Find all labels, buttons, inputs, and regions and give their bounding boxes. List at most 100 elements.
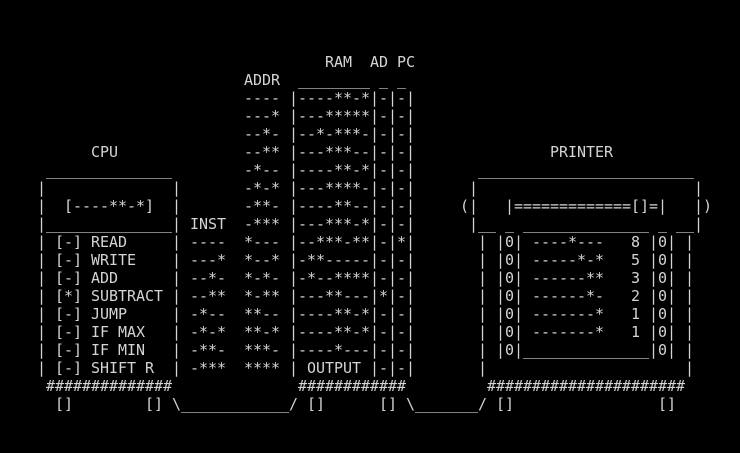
tractor-border: | [667, 341, 677, 359]
cpu-foot-left: [] [55, 395, 74, 413]
ram-border: | [388, 251, 398, 269]
ram-border: | [406, 359, 416, 377]
tractor-border: | [496, 287, 506, 305]
pc-flag: - [397, 107, 407, 125]
ram-border: | [388, 323, 398, 341]
tractor-border: | [496, 323, 506, 341]
instruction-checkbox[interactable]: [-] [55, 251, 83, 269]
tractor-border: | [667, 269, 677, 287]
printed-bits: -----*-* [532, 251, 605, 269]
tractor-hole: 0 [658, 341, 668, 359]
memory-address: ---- [244, 89, 281, 107]
printed-value: 5 [631, 251, 641, 269]
ad-flag: - [379, 233, 389, 251]
cpu-border: | [37, 359, 47, 377]
tractor-border: | [514, 287, 524, 305]
cpu-border: | [37, 179, 47, 197]
printer-border: | [478, 359, 488, 377]
printer-border: | [478, 287, 488, 305]
tractor-border: | [496, 341, 506, 359]
cpu-border: | [37, 305, 47, 323]
ram-border: | [370, 125, 380, 143]
ram-cell: --*-***- [298, 125, 371, 143]
printer-border: | [478, 341, 488, 359]
instruction-name: WRITE [91, 251, 137, 269]
ram-border: | [289, 323, 299, 341]
memory-address: ---* [244, 107, 281, 125]
ad-label: AD [370, 53, 389, 71]
ram-border: | [388, 215, 398, 233]
cpu-border: | [172, 233, 182, 251]
tractor-hole: 0 [658, 323, 668, 341]
ram-border: | [289, 179, 299, 197]
ram-border: | [289, 89, 299, 107]
ram-border: | [289, 251, 299, 269]
instruction-code: -*-* [190, 323, 227, 341]
printer-border: | [478, 323, 488, 341]
cpu-border: | [37, 269, 47, 287]
ram-border: | [370, 107, 380, 125]
ram-border: | [370, 89, 380, 107]
ram-border: | [388, 233, 398, 251]
pc-flag: - [397, 197, 407, 215]
instruction-checkbox[interactable]: [-] [55, 305, 83, 323]
output-label: OUTPUT [307, 359, 362, 377]
cpu-border: | [37, 233, 47, 251]
ad-flag: - [379, 125, 389, 143]
printer-top-rule: ________________________ [478, 161, 695, 179]
memory-address: -*-- [244, 161, 281, 179]
ram-border: | [388, 359, 398, 377]
ram-border: | [370, 359, 380, 377]
printed-value: 1 [631, 305, 641, 323]
cpu-border: | [172, 269, 182, 287]
ram-cell: ---***-* [298, 215, 371, 233]
ram-border: | [289, 197, 299, 215]
bus-cpu-ram: ____________ [181, 395, 290, 413]
ram-border: | [370, 143, 380, 161]
ad-flag: - [379, 197, 389, 215]
printer-border: | [478, 251, 488, 269]
printer-foot-right: [] [658, 395, 677, 413]
cpu-top-rule: ______________ [46, 161, 173, 179]
ram-border: | [370, 305, 380, 323]
ram-top-rule: ________ [298, 71, 371, 89]
tractor-hole: 0 [505, 305, 515, 323]
ram-border: | [370, 269, 380, 287]
ram-cell: ----**-* [298, 305, 371, 323]
instruction-checkbox[interactable]: [-] [55, 233, 83, 251]
cpu-label: CPU [91, 143, 119, 161]
ram-border: | [289, 305, 299, 323]
ram-border: | [406, 197, 416, 215]
cpu-register: [----**-*] [64, 197, 155, 215]
ram-cell: ---***** [298, 107, 371, 125]
instruction-checkbox[interactable]: [-] [55, 269, 83, 287]
memory-address: *-*- [244, 269, 281, 287]
cpu-border: | [37, 197, 47, 215]
ram-border: | [289, 143, 299, 161]
ram-cell: ----**-* [298, 89, 371, 107]
ram-border: | [406, 89, 416, 107]
pc-top-rule: _ [397, 71, 407, 89]
instruction-checkbox[interactable]: [-] [55, 323, 83, 341]
tractor-hole: 0 [658, 305, 668, 323]
ram-border: | [388, 89, 398, 107]
ram-cell: ---**--- [298, 287, 371, 305]
ad-flag: - [379, 143, 389, 161]
cpu-border: | [172, 305, 182, 323]
printer-foot-left: [] [496, 395, 515, 413]
instruction-checkbox[interactable]: [-] [55, 341, 83, 359]
instruction-code: -*-- [190, 305, 227, 323]
ram-cell: -**----- [298, 251, 371, 269]
cpu-rule: ______________ [46, 215, 173, 233]
ram-cell: --***-** [298, 233, 371, 251]
tractor-border: | [649, 233, 659, 251]
ram-border: | [406, 269, 416, 287]
printer-border: | [685, 269, 695, 287]
instruction-checkbox[interactable]: [-] [55, 359, 83, 377]
tractor-border: | [667, 233, 677, 251]
instruction-checkbox[interactable]: [*] [55, 287, 83, 305]
pc-flag: - [397, 179, 407, 197]
ad-flag: - [379, 359, 389, 377]
printed-value: 2 [631, 287, 641, 305]
printer-border: | [694, 215, 704, 233]
